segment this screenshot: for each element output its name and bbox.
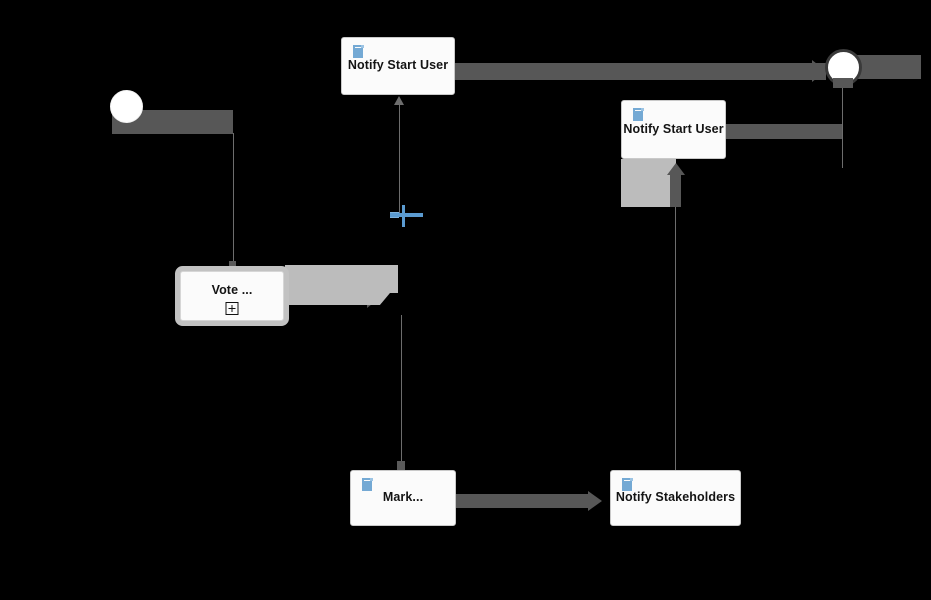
expand-subprocess-icon[interactable] [225, 302, 239, 315]
flow-mark-to-notify-stakeholders-arrowhead [588, 491, 602, 511]
flow-notify-start-user-to-end-event-arrowhead [812, 60, 826, 82]
task-label: Notify Start User [623, 121, 724, 136]
task-notify-start-user-top[interactable]: Notify Start User [341, 37, 455, 95]
connector-end-event-down[interactable] [842, 86, 843, 168]
connector-start-event-to-vote[interactable] [233, 133, 234, 263]
flow-notify-start-user-to-end-event[interactable] [455, 63, 826, 80]
flow-notify-start-user-right-outgoing[interactable] [722, 124, 843, 139]
script-task-icon [353, 45, 364, 58]
script-task-icon [622, 478, 633, 491]
connector-mark-to-vote-region[interactable] [401, 315, 402, 470]
task-label: Notify Start User [347, 58, 449, 73]
task-notify-stakeholders[interactable]: Notify Stakeholders [610, 470, 741, 526]
drag-handle-stem[interactable] [402, 205, 405, 227]
task-vote[interactable]: Vote ... [180, 271, 284, 321]
task-label: Notify Stakeholders [615, 490, 736, 505]
connector-ghost-to-notify-stakeholders[interactable] [675, 207, 676, 472]
end-event-base-marker [833, 78, 853, 88]
script-task-icon [633, 108, 644, 121]
task-mark[interactable]: Mark... [350, 470, 456, 526]
connector-to-notify-start-user-top[interactable] [399, 105, 400, 217]
task-notify-start-user-right[interactable]: Notify Start User [621, 100, 726, 159]
task-label: Mark... [382, 490, 424, 505]
connector-to-notify-start-user-top-arrowhead [394, 96, 404, 105]
task-label: Vote ... [211, 283, 253, 298]
flow-mark-to-notify-stakeholders[interactable] [456, 494, 592, 508]
drag-ghost-arrow-shaft-up [670, 172, 681, 207]
drag-ghost-vote-flow-body [285, 265, 398, 305]
start-event[interactable] [110, 90, 143, 123]
connector-mark-endpoint[interactable] [397, 461, 405, 471]
drag-ghost-notify-start-user-right [621, 159, 676, 207]
sequence-flow-drag-handle[interactable] [390, 205, 423, 227]
drag-handle-bar[interactable] [390, 213, 423, 217]
connector-start-event-to-vote-endpoint[interactable] [229, 261, 236, 269]
script-task-icon [362, 478, 373, 491]
